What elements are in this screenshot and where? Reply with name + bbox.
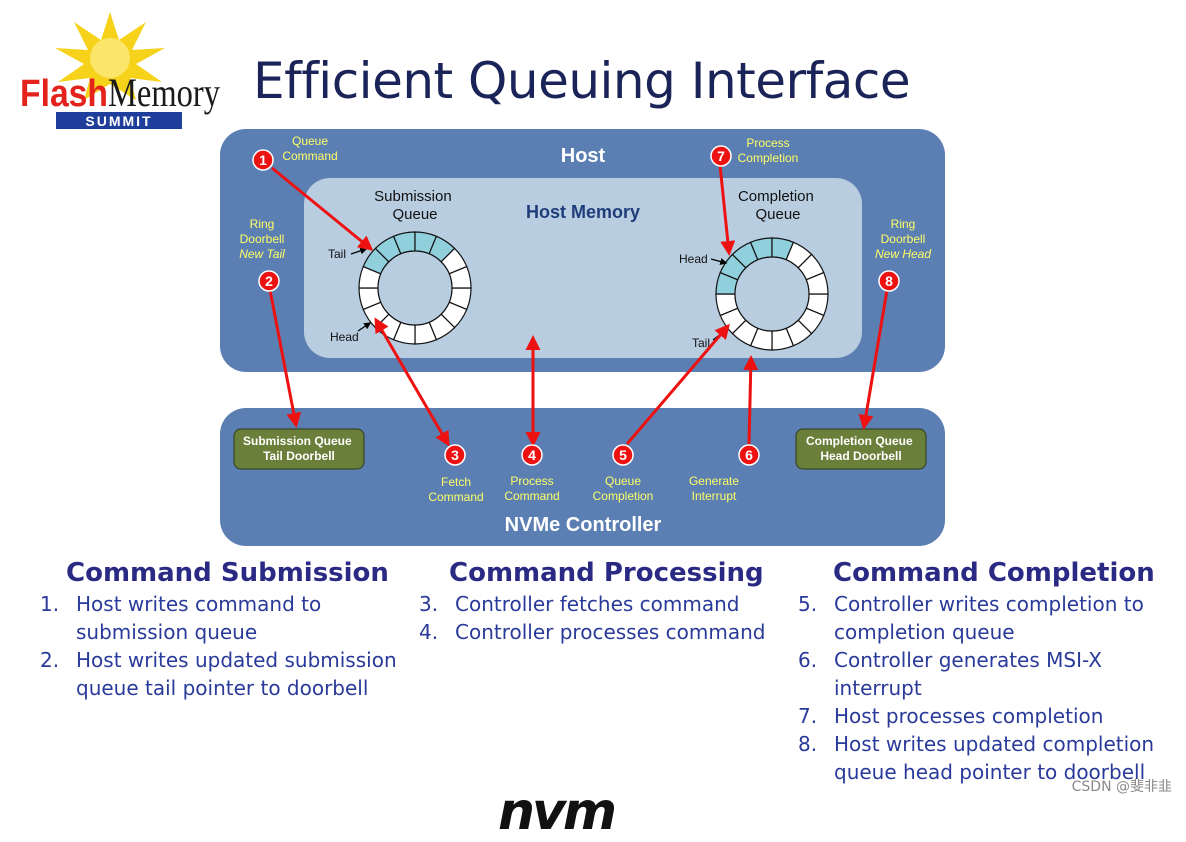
list-number: 2.	[40, 648, 60, 672]
sq-tail-label: Tail	[328, 247, 346, 261]
list-number: 6.	[798, 648, 818, 672]
section-list: 5. Controller writes completion to complet…	[798, 590, 1155, 786]
arrow-2-ring-doorbell	[268, 289, 302, 428]
submission-queue-label: Submission Queue	[374, 188, 456, 223]
list-text-line: Controller writes completion to	[834, 592, 1144, 616]
list-number: 3.	[419, 592, 439, 616]
step-badge-5	[612, 444, 634, 466]
starburst-icon	[55, 12, 165, 100]
cq-head-label: Head	[679, 252, 708, 266]
svg-text:Completion Queue Head Do: Completion Queue Head Doorbell	[806, 434, 916, 463]
nvm-logo: nvm	[498, 782, 617, 842]
arrow-6-generate-interrupt	[743, 355, 759, 445]
nvme-queuing-diagram: Flash Memory SUMMIT Host Host Memory Sub…	[20, 12, 945, 546]
list-text-line: Controller fetches command	[455, 592, 740, 616]
step-badge-3	[444, 444, 466, 466]
list-item: 6. Controller generates MSI-X interrupt	[798, 646, 1155, 702]
host-label: Host	[561, 145, 606, 167]
svg-text:Submission Queue Tail Do: Submission Queue Tail Doorbell	[243, 434, 355, 463]
flash-memory-summit-logo: Flash Memory SUMMIT	[20, 12, 220, 129]
completion-queue-ring	[715, 237, 829, 351]
section-heading: Command Completion	[833, 558, 1155, 588]
step-badge-8	[878, 270, 900, 292]
list-text-line: queue head pointer to doorbell	[834, 760, 1146, 784]
step-badge-4	[521, 444, 543, 466]
list-number: 5.	[798, 592, 818, 616]
section-list: 3. Controller fetches command 4. Controller…	[419, 590, 766, 646]
section-heading: Command Submission	[66, 558, 389, 588]
step-badge-1	[252, 149, 274, 171]
step-badge-6	[738, 444, 760, 466]
step-badge-7	[710, 145, 732, 167]
list-text-line: Host writes updated submission	[76, 648, 397, 672]
list-item: 3. Controller fetches command	[419, 590, 766, 618]
queue-center	[377, 250, 453, 326]
sq-head-pointer	[357, 322, 372, 332]
list-number: 4.	[419, 620, 439, 644]
list-text-line: Host processes completion	[834, 704, 1104, 728]
cq-head-doorbell: Completion Queue Head Doorbell	[795, 428, 927, 470]
list-item: 1. Host writes command to submission queue	[40, 590, 397, 646]
list-text-line: Host writes updated completion	[834, 732, 1155, 756]
sq-head-label: Head	[330, 330, 359, 344]
list-number: 8.	[798, 732, 818, 756]
arrow-7-process-completion	[718, 164, 736, 256]
section-list: 1. Host writes command to submission queue…	[40, 590, 397, 702]
arrow-3-fetch-command	[374, 317, 450, 447]
section-2: Command Completion 5. Controller writes co…	[798, 558, 1155, 786]
logo-flash: Flash	[20, 73, 108, 115]
list-text-line: queue tail pointer to doorbell	[76, 676, 369, 700]
list-text-line: Host writes command to	[76, 592, 322, 616]
step-badge-2	[258, 270, 280, 292]
list-item: 4. Controller processes command	[419, 618, 766, 646]
list-text-line: interrupt	[834, 676, 922, 700]
watermark: CSDN @斐非韭	[1071, 779, 1172, 795]
arrow-8-ring-doorbell	[858, 289, 889, 430]
step-number: 6	[745, 447, 753, 463]
sq-tail-doorbell: Submission Queue Tail Doorbell	[233, 428, 365, 470]
step-number: 7	[717, 148, 725, 164]
list-item: 2. Host writes updated submission queue ta…	[40, 646, 397, 702]
queue-center	[734, 256, 810, 332]
completion-queue-label: Completion Queue	[738, 188, 818, 223]
submission-queue-ring	[358, 231, 472, 345]
list-item: 7. Host processes completion	[798, 702, 1155, 730]
slide-title: Efficient Queuing Interface	[253, 52, 911, 110]
list-number: 1.	[40, 592, 60, 616]
list-number: 7.	[798, 704, 818, 728]
list-text-line: submission queue	[76, 620, 258, 644]
controller-label: NVMe Controller	[505, 514, 662, 536]
step-number: 5	[619, 447, 627, 463]
list-item: 5. Controller writes completion to complet…	[798, 590, 1155, 646]
arrow-1-queue-command	[271, 166, 374, 251]
flow-arrows	[268, 164, 889, 447]
step-number: 8	[885, 273, 893, 289]
step-number: 4	[528, 447, 536, 463]
logo-memory: Memory	[108, 70, 220, 115]
step-number: 3	[451, 447, 459, 463]
list-text-line: Controller generates MSI-X	[834, 648, 1102, 672]
step-number: 2	[265, 273, 273, 289]
section-heading: Command Processing	[449, 558, 764, 588]
host-memory-label: Host Memory	[526, 202, 640, 222]
list-text-line: Controller processes command	[455, 620, 766, 644]
logo-summit: SUMMIT	[85, 113, 152, 129]
section-1: Command Processing 3. Controller fetches c…	[419, 558, 766, 646]
cq-head-pointer	[710, 258, 728, 265]
step-number: 1	[259, 152, 267, 168]
arrow-5-queue-completion	[625, 323, 730, 445]
list-item: 8. Host writes updated completion queue he…	[798, 730, 1155, 786]
list-text-line: completion queue	[834, 620, 1015, 644]
cq-tail-label: Tail	[692, 336, 710, 350]
